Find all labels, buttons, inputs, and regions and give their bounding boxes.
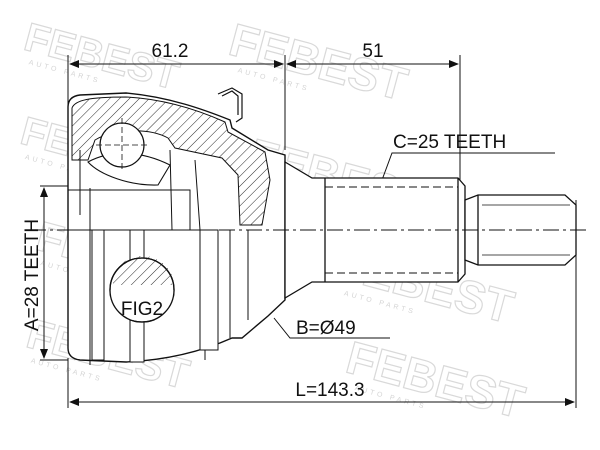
dim-text-spline-c: C=25 TEETH (393, 132, 506, 153)
dim-text-61-2: 61.2 (152, 41, 189, 62)
fig2-detail: FIG2 (109, 255, 175, 323)
fig2-label: FIG2 (121, 299, 163, 320)
dim-text-total-length: L=143.3 (295, 380, 364, 401)
dim-text-diameter-b: B=Ø49 (296, 318, 356, 339)
dimension-lines (40, 60, 575, 406)
joint-housing (67, 92, 286, 365)
dim-text-51: 51 (362, 41, 383, 62)
watermark-brand: FEBEST (341, 331, 530, 428)
clip-ring (217, 87, 243, 123)
dim-text-spline-a: A=28 TEETH (22, 219, 43, 331)
watermark-brand: FEBEST (224, 13, 413, 110)
